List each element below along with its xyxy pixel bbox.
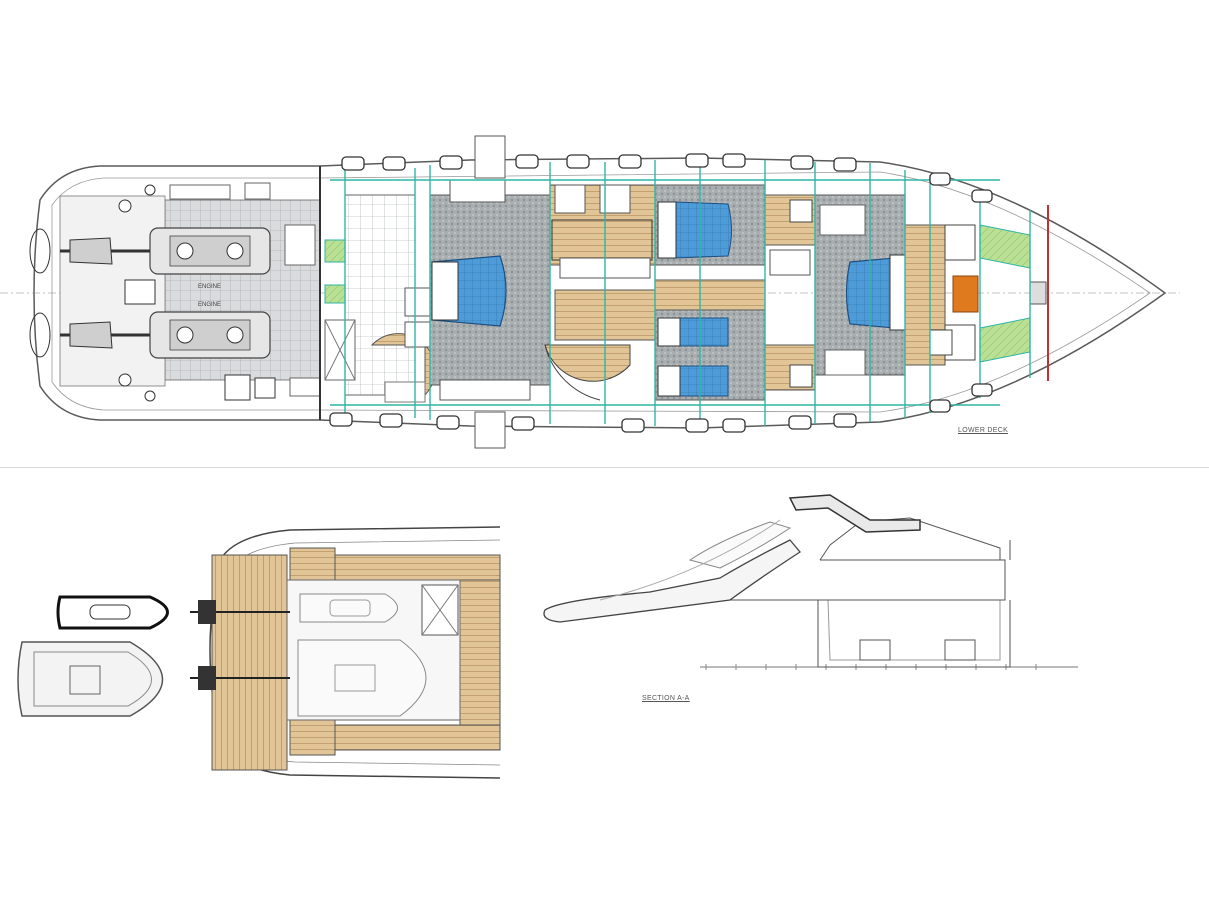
launched-jetski [56,595,169,630]
central-lobby [474,135,656,449]
engine-label-starboard: ENGINE [198,302,221,308]
twin-cabin-bed-low [679,365,729,397]
twin-cabins [654,184,816,401]
engine-room: ENGINE ENGINE [29,166,321,420]
section-caption: SECTION A-A [642,695,690,702]
frame-lines [330,160,1031,426]
engine-label-port: ENGINE [198,284,221,290]
hull-portholes [329,153,993,433]
section-tender-launching [543,539,801,623]
forepeak-hatch [952,275,979,313]
aft-guest-cabin [429,179,551,401]
bow-green-zone-upper [979,224,1031,269]
stowed-tender [297,639,427,717]
crew-area [324,194,436,403]
lower-deck-caption: LOWER DECK [958,427,1009,434]
vip-cabin [814,194,1047,376]
section-divider-line [0,467,1209,468]
section-aa-profile [543,494,1078,670]
lower-deck-plan: ENGINE ENGINE [0,135,1180,449]
garage-teak-deck-upper [211,554,288,771]
twin-cabin-bed-upper [674,201,732,259]
engine-starboard [29,311,271,359]
twin-cabin-bed-mid [679,317,729,347]
section-crane-arm [788,494,921,533]
engine-port [29,227,271,275]
spiral-staircase [544,344,631,382]
launched-tender [17,641,164,717]
bow-green-zone-lower [979,317,1031,363]
stowed-jetski [299,593,398,623]
garage-teak-deck-side [459,579,501,726]
tender-garage-plan [17,526,501,779]
